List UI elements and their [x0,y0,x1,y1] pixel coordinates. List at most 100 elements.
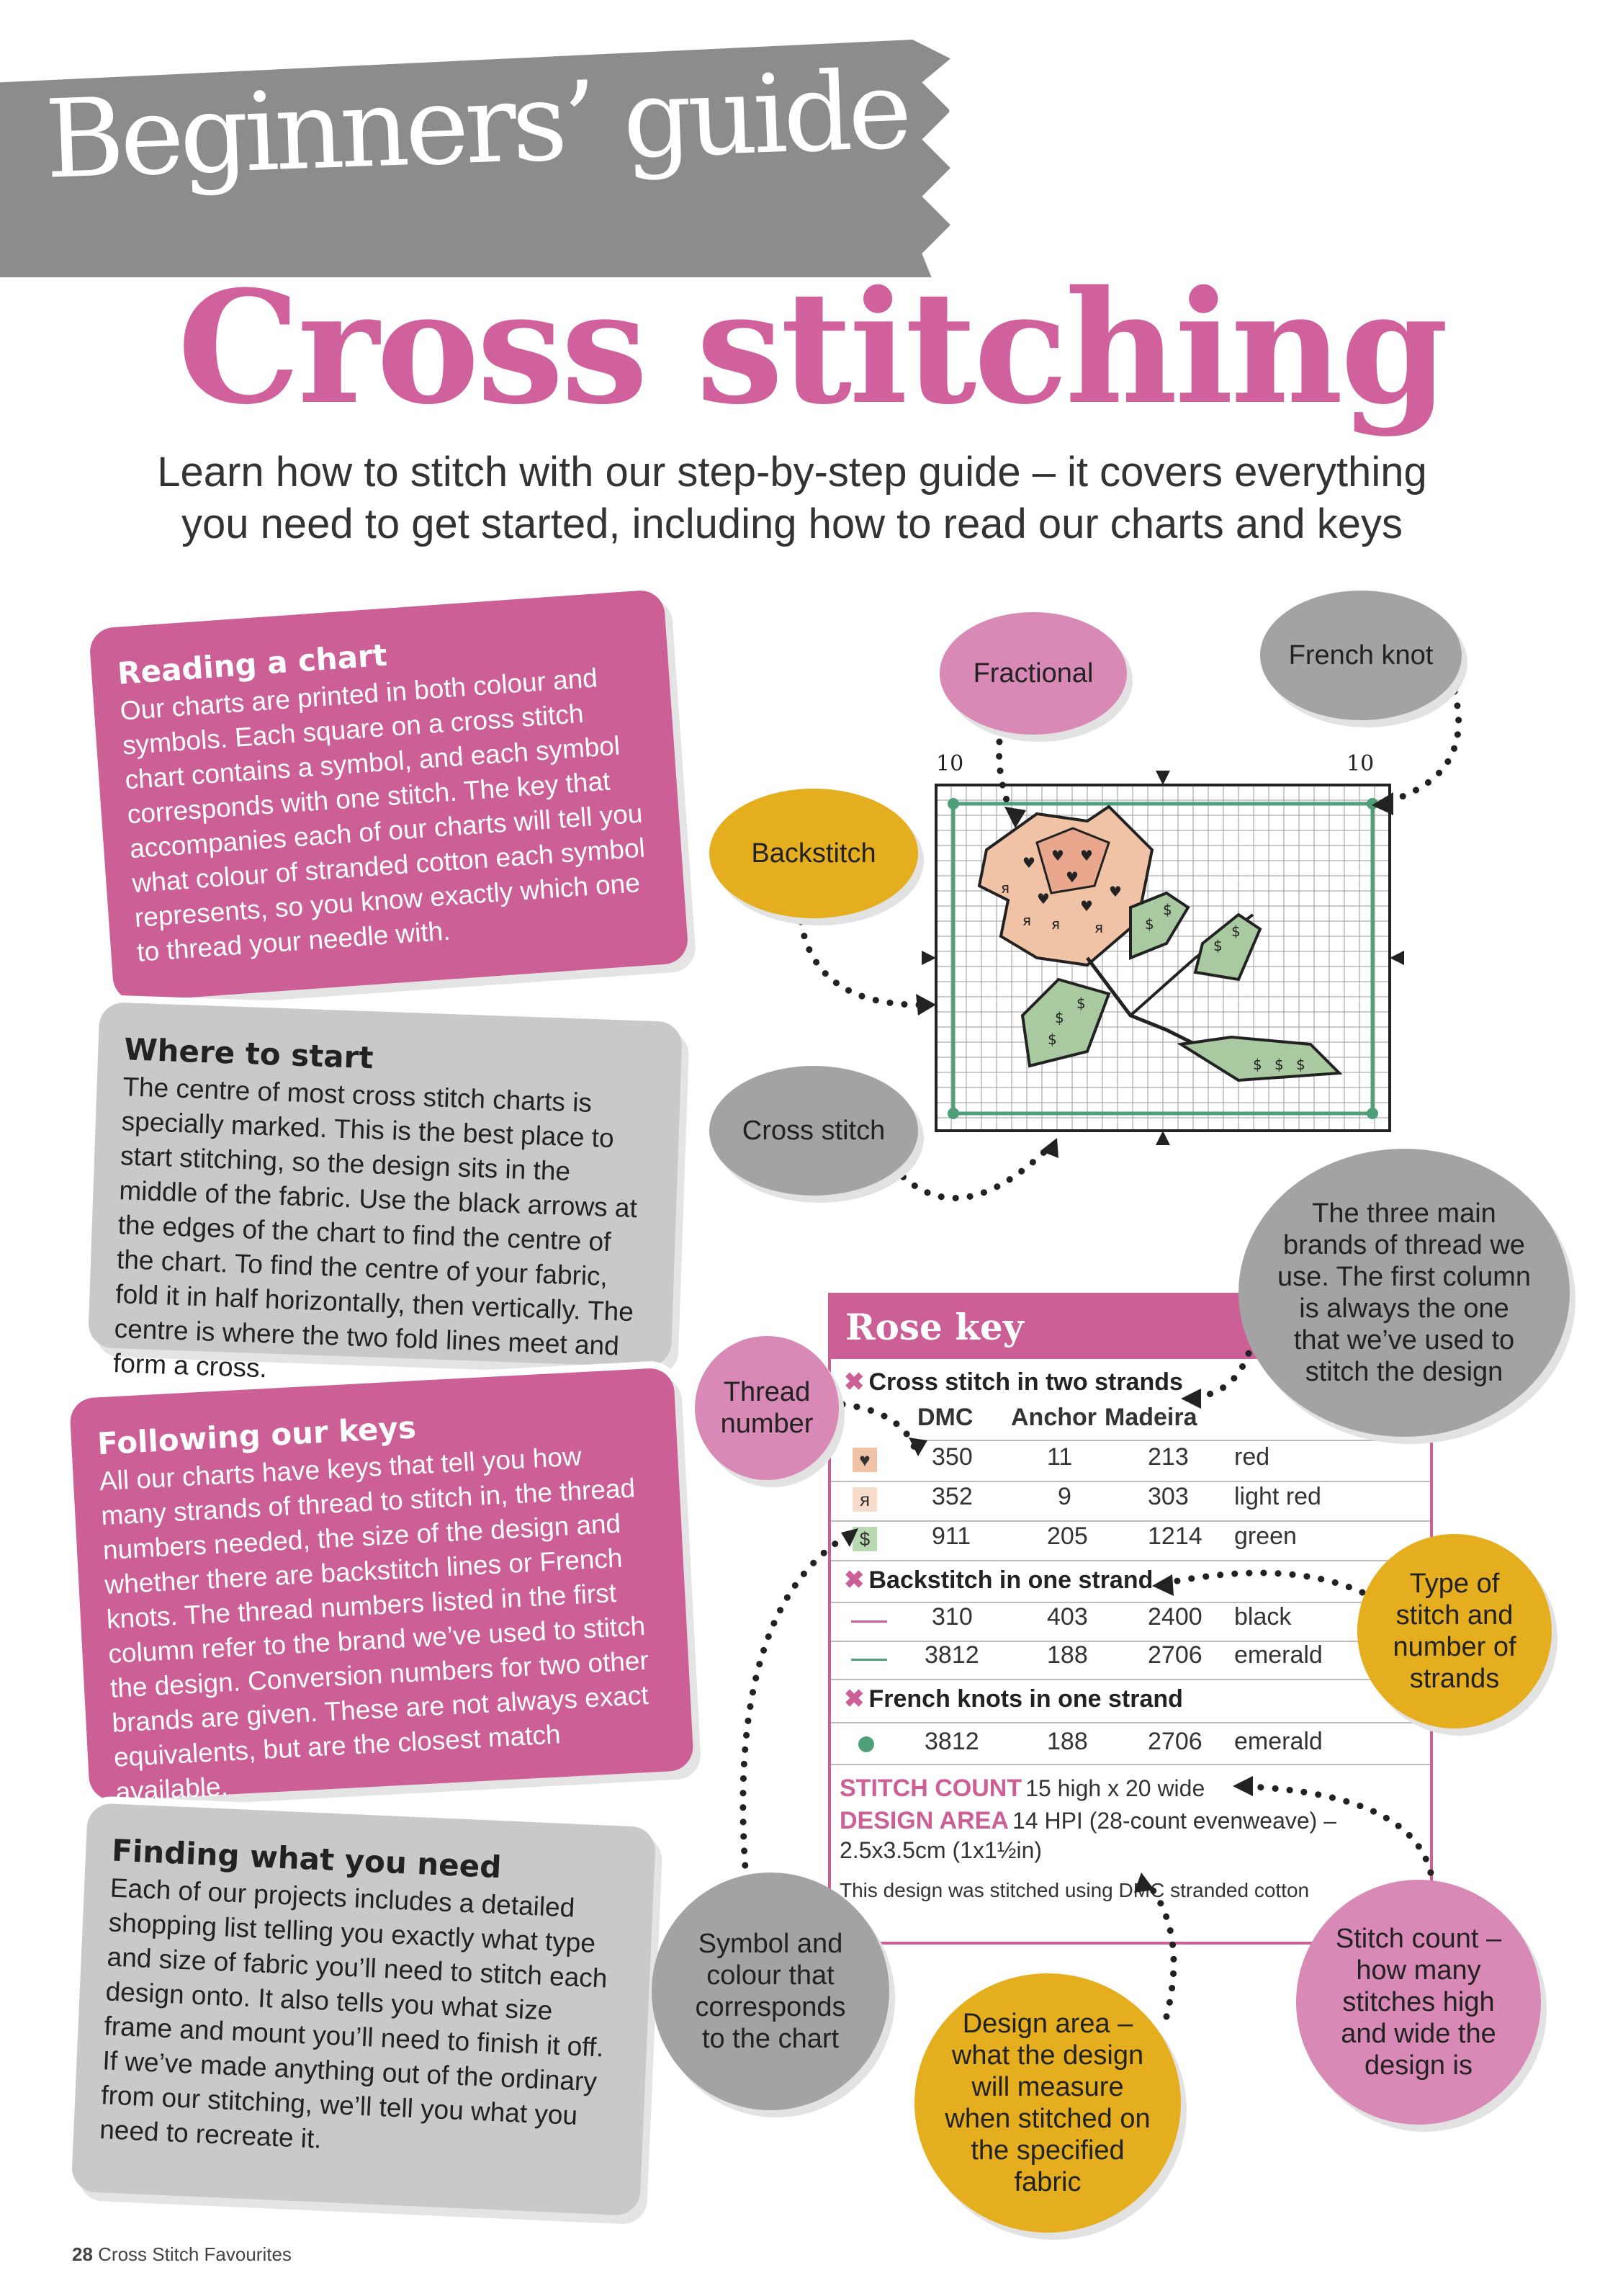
bubble-label: Design area – what the design will measu… [945,2009,1151,2197]
symbol-ya: я [1022,912,1031,929]
arrow-stitch-count [1235,1782,1437,1891]
symbol-swatch: $ [853,1527,877,1551]
anchor-number: 188 [1047,1641,1088,1669]
stitch-count-label: STITCH COUNT [840,1775,1022,1802]
key-section-cross: ✖Cross stitch in two strands [844,1368,1183,1396]
bubble-label: Cross stitch [742,1116,886,1146]
stitch-count: STITCH COUNT 15 high x 20 wide [840,1775,1205,1803]
arrow-design-area [1141,1876,1177,2020]
centre-arrow-left [922,951,936,965]
design-area-value-2: 2.5x3.5cm (1x1½in) [840,1837,1043,1863]
anchor-number: 188 [1047,1728,1088,1755]
anchor-number: 11 [1047,1443,1073,1471]
madeira-number: 2400 [1148,1603,1202,1631]
key-section-backstitch: ✖Backstitch in one strand [844,1566,1153,1595]
backstitch-line-swatch [851,1620,887,1623]
key-section-label: French knots in one strand [868,1685,1183,1713]
title-banner [0,40,950,277]
colour-name: emerald [1234,1641,1323,1669]
arrow-backstitch [796,904,932,1008]
symbol-dollar: $ [1253,1056,1262,1073]
arrow-thread-number [839,1401,918,1451]
chart-symbols: ♥ ♥ ♥ ♥ ♥ ♥ ♥ я я я я $ $ $ $ $ $ $ $ $ … [1001,847,1305,1073]
arrow-french-knot [1379,688,1462,807]
colour-name: red [1234,1443,1270,1471]
symbol-dollar: $ [1213,937,1223,954]
arrow-fractional [996,724,1019,825]
header-dmc: DMC [917,1404,974,1431]
subtitle-line-1: Learn how to stitch with our step-by-ste… [157,449,1427,495]
symbol-dollar: $ [1145,915,1154,933]
french-knot [948,798,959,810]
arrowhead [1181,1389,1201,1409]
cross-icon: ✖ [844,1368,865,1396]
backstitch-line-swatch [851,1659,887,1661]
arrowhead [909,1438,927,1456]
arrowhead [916,994,936,1015]
arrowhead [1372,792,1393,815]
french-knot [948,1108,959,1119]
arrow-type-of-stitch [1156,1569,1379,1602]
arrowhead [1040,1138,1058,1158]
key-section-french-knots: ✖French knots in one strand [844,1685,1183,1713]
dmc-number: 3812 [925,1641,979,1669]
rose-chart: ♥ ♥ ♥ ♥ ♥ ♥ ♥ я я я я $ $ $ $ $ $ $ $ $ … [922,751,1404,1145]
arrowhead [1134,1873,1154,1893]
subtitle-line-2: you need to get started, including how t… [181,501,1403,547]
dmc-number: 3812 [925,1728,979,1755]
dmc-number: 350 [932,1443,973,1471]
bubble-label: Symbol and colour that corresponds to th… [695,1929,846,2054]
leaf [1177,1035,1343,1082]
design-area: DESIGN AREA 14 HPI (28-count evenweave) … [840,1807,1336,1835]
symbol-dollar: $ [1231,923,1241,940]
bubble-label: Thread number [720,1377,814,1439]
bubble-cross-stitch: Cross stitch [709,1066,918,1196]
symbol-dollar: $ [1055,1009,1064,1026]
design-area-value: 14 HPI (28-count evenweave) – [1012,1808,1337,1834]
page-number: 28 [72,2243,93,2265]
bubble-symbol-colour: Symbol and colour that corresponds to th… [652,1873,889,2110]
cross-icon: ✖ [844,1685,865,1713]
magazine-name: Cross Stitch Favourites [98,2243,292,2265]
arrowhead [841,1528,858,1547]
key-row: 310 403 2400 black [831,1602,1430,1642]
header-anchor: Anchor [1011,1404,1097,1431]
symbol-heart: ♥ [1080,847,1093,864]
tick-label-right: 10 [1346,751,1374,776]
dmc-number: 310 [932,1603,973,1631]
centre-arrow-right [1390,951,1404,965]
symbol-dollar: $ [1076,995,1086,1012]
key-headers: DMC Anchor Madeira [917,1404,1436,1441]
symbol-dollar: $ [1274,1056,1284,1073]
page-footer: 28 Cross Stitch Favourites [72,2243,292,2266]
symbol-ya: я [1051,915,1060,933]
key-row: 3812 188 2706 emerald [831,1641,1430,1680]
arrow-cross-stitch [889,1142,1055,1201]
bubble-backstitch: Backstitch [709,789,918,918]
key-section-label: Backstitch in one strand [868,1566,1154,1594]
bubble-label: Backstitch [751,838,876,869]
centre-arrow-bottom [1156,1131,1170,1145]
symbol-dollar: $ [1296,1056,1305,1073]
leaf [1129,891,1190,960]
bubble-label: The three main brands of thread we use. … [1277,1198,1531,1387]
centre-arrow-top [1156,771,1170,785]
madeira-number: 2706 [1148,1728,1202,1755]
colour-name: black [1234,1603,1292,1631]
key-note: This design was stitched using DMC stran… [840,1879,1310,1901]
french-knot-swatch [858,1736,874,1752]
colour-name: emerald [1234,1728,1323,1755]
leaf [1020,977,1111,1068]
symbol-heart: ♥ [1037,890,1050,907]
anchor-number: 9 [1058,1483,1071,1510]
madeira-number: 1214 [1148,1523,1202,1550]
chart-backstitch-frame [951,802,1375,1116]
arrow-symbol-colour [739,1530,853,1970]
design-area-label: DESIGN AREA [840,1807,1009,1834]
key-row: $ 911 205 1214 green [831,1523,1430,1561]
header-madeira: Madeira [1105,1404,1197,1431]
cross-icon: ✖ [844,1566,865,1594]
colour-name: light red [1234,1483,1321,1510]
dmc-number: 352 [932,1483,973,1510]
